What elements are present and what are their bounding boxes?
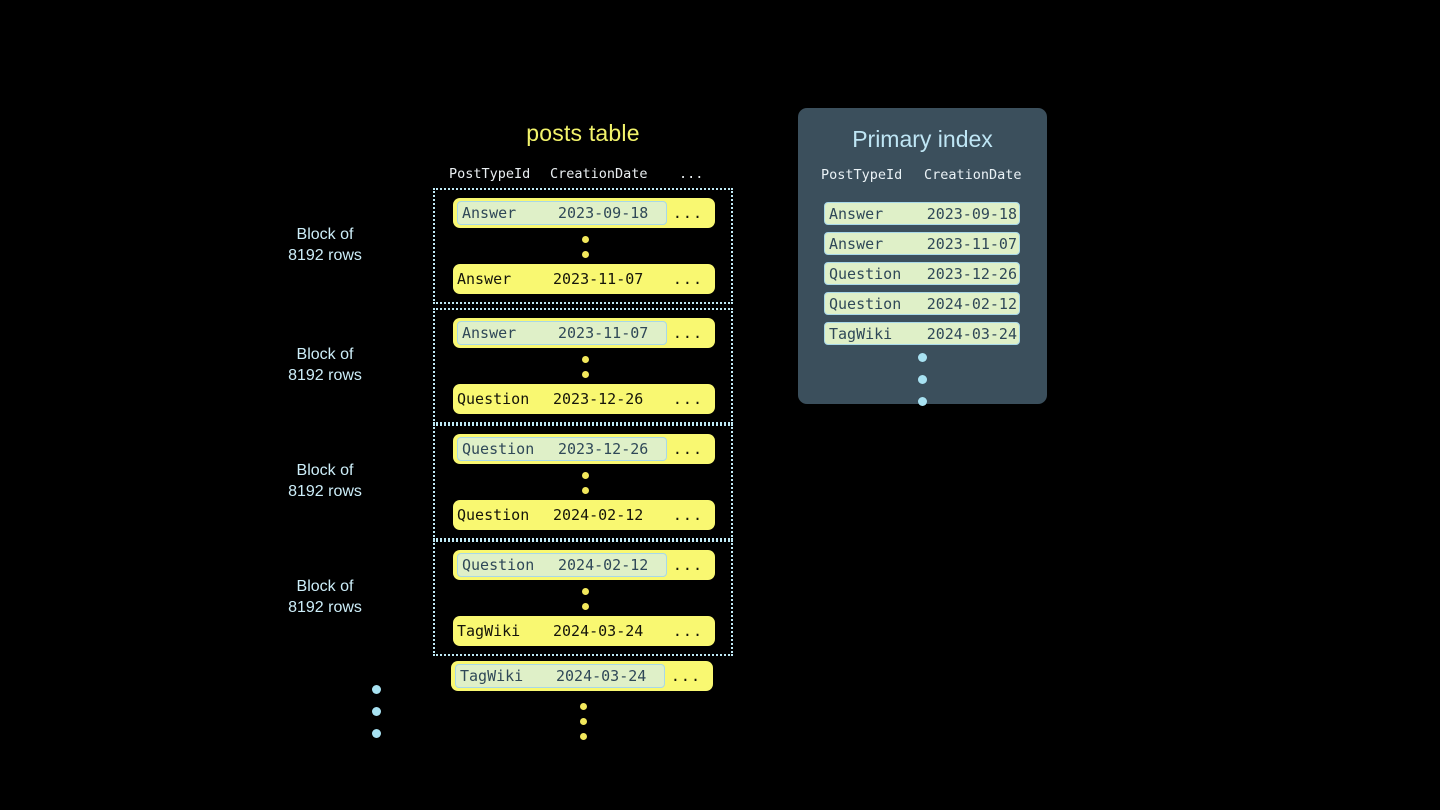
cell-more: ... [670,667,701,685]
table-row[interactable]: Question 2023-12-26 ... [453,384,715,414]
column-header-more: ... [679,166,704,182]
index-row[interactable]: Question 2024-02-12 [824,292,1020,315]
posts-table-title: posts table [526,120,640,146]
cell-posttypeid: TagWiki [457,622,521,640]
table-row-trailing[interactable]: TagWiki 2024-03-24 ... [451,661,713,691]
block-4: Block of 8192 rows Question 2024-02-12 .… [288,540,733,656]
block-3: Block of 8192 rows Question 2023-12-26 .… [288,424,733,540]
primary-index-panel: Primary index PostTypeId CreationDate An… [798,108,1047,406]
column-header-posttypeid: PostTypeId [821,167,903,183]
row-cells: Answer 2023-11-07 [829,233,1017,254]
block-3-label-line1: Block of [296,462,354,479]
row-cells: TagWiki 2024-03-24 [829,323,1017,344]
column-header-creationdate: CreationDate [550,166,648,182]
block-2: Block of 8192 rows Answer 2023-11-07 ...… [288,308,733,424]
cell-creationdate: 2023-12-26 [553,390,644,408]
cell-posttypeid: Question [829,294,902,313]
cell-more: ... [672,390,703,408]
cell-more: ... [672,324,703,342]
table-row[interactable]: TagWiki 2024-03-24 ... [453,616,715,646]
block-1-label-line2: 8192 rows [288,247,362,264]
row-cells: Answer 2023-09-18 [457,201,667,225]
block-4-label-line2: 8192 rows [288,599,362,616]
block-4-label-line1: Block of [296,578,354,595]
blocks-continue-ellipsis-icon [366,685,386,738]
cell-posttypeid: Question [462,556,535,574]
table-row[interactable]: Question 2024-02-12 ... [453,500,715,530]
row-cells: Question 2023-12-26 [457,387,657,411]
row-cells: Answer 2023-11-07 [457,321,667,345]
index-row[interactable]: TagWiki 2024-03-24 [824,322,1020,345]
cell-more: ... [672,556,703,574]
cell-posttypeid: Answer [829,234,884,253]
vertical-ellipsis-icon-bottom [433,703,733,740]
column-header-posttypeid: PostTypeId [449,166,531,182]
cell-creationdate: 2023-12-26 [926,264,1017,283]
row-cells: Question 2023-12-26 [829,263,1017,284]
cell-posttypeid: Question [457,390,530,408]
cell-posttypeid: Question [462,440,535,458]
table-row[interactable]: Answer 2023-09-18 ... [453,198,715,228]
cell-creationdate: 2023-09-18 [558,204,649,222]
column-header-creationdate: CreationDate [924,167,1022,183]
block-2-label-line1: Block of [296,346,354,363]
row-cells: Question 2024-02-12 [829,293,1017,314]
cell-creationdate: 2024-02-12 [558,556,649,574]
index-row[interactable]: Answer 2023-11-07 [824,232,1020,255]
row-cells: TagWiki 2024-03-24 [455,664,665,688]
table-row[interactable]: Question 2023-12-26 ... [453,434,715,464]
cell-posttypeid: TagWiki [460,667,524,685]
cell-creationdate: 2023-09-18 [926,204,1017,223]
index-row[interactable]: Answer 2023-09-18 [824,202,1020,225]
cell-creationdate: 2024-02-12 [926,294,1017,313]
row-cells: TagWiki 2024-03-24 [457,619,657,643]
cell-more: ... [672,622,703,640]
row-cells: Answer 2023-11-07 [457,267,657,291]
table-row[interactable]: Question 2024-02-12 ... [453,550,715,580]
primary-index-column-headers: PostTypeId CreationDate [798,167,1047,187]
cell-creationdate: 2023-11-07 [926,234,1017,253]
block-2-label-line2: 8192 rows [288,367,362,384]
row-cells: Question 2024-02-12 [457,553,667,577]
cell-more: ... [672,204,703,222]
row-cells: Question 2023-12-26 [457,437,667,461]
cell-creationdate: 2024-03-24 [556,667,647,685]
index-row[interactable]: Question 2023-12-26 [824,262,1020,285]
cell-posttypeid: Answer [462,324,517,342]
row-cells: Question 2024-02-12 [457,503,657,527]
cell-creationdate: 2023-12-26 [558,440,649,458]
table-row[interactable]: Answer 2023-11-07 ... [453,264,715,294]
cell-creationdate: 2023-11-07 [558,324,649,342]
primary-index-title: Primary index [852,126,993,152]
block-3-label: Block of 8192 rows [235,460,415,502]
block-1: Block of 8192 rows Answer 2023-09-18 ...… [288,188,733,304]
index-continue-ellipsis-icon [798,353,1047,406]
cell-more: ... [672,270,703,288]
block-2-label: Block of 8192 rows [235,344,415,386]
cell-posttypeid: Answer [462,204,517,222]
cell-creationdate: 2024-03-24 [553,622,644,640]
cell-posttypeid: Answer [829,204,884,223]
block-4-label: Block of 8192 rows [235,576,415,618]
block-1-label-line1: Block of [296,226,354,243]
block-1-label: Block of 8192 rows [235,224,415,266]
cell-more: ... [672,506,703,524]
cell-creationdate: 2024-03-24 [926,324,1017,343]
block-3-label-line2: 8192 rows [288,483,362,500]
cell-posttypeid: Question [829,264,902,283]
cell-creationdate: 2023-11-07 [553,270,644,288]
row-cells: Answer 2023-09-18 [829,203,1017,224]
cell-posttypeid: Answer [457,270,512,288]
table-row[interactable]: Answer 2023-11-07 ... [453,318,715,348]
posts-table-column-headers: PostTypeId CreationDate ... [433,166,733,186]
cell-posttypeid: TagWiki [829,324,893,343]
cell-creationdate: 2024-02-12 [553,506,644,524]
cell-posttypeid: Question [457,506,530,524]
cell-more: ... [672,440,703,458]
